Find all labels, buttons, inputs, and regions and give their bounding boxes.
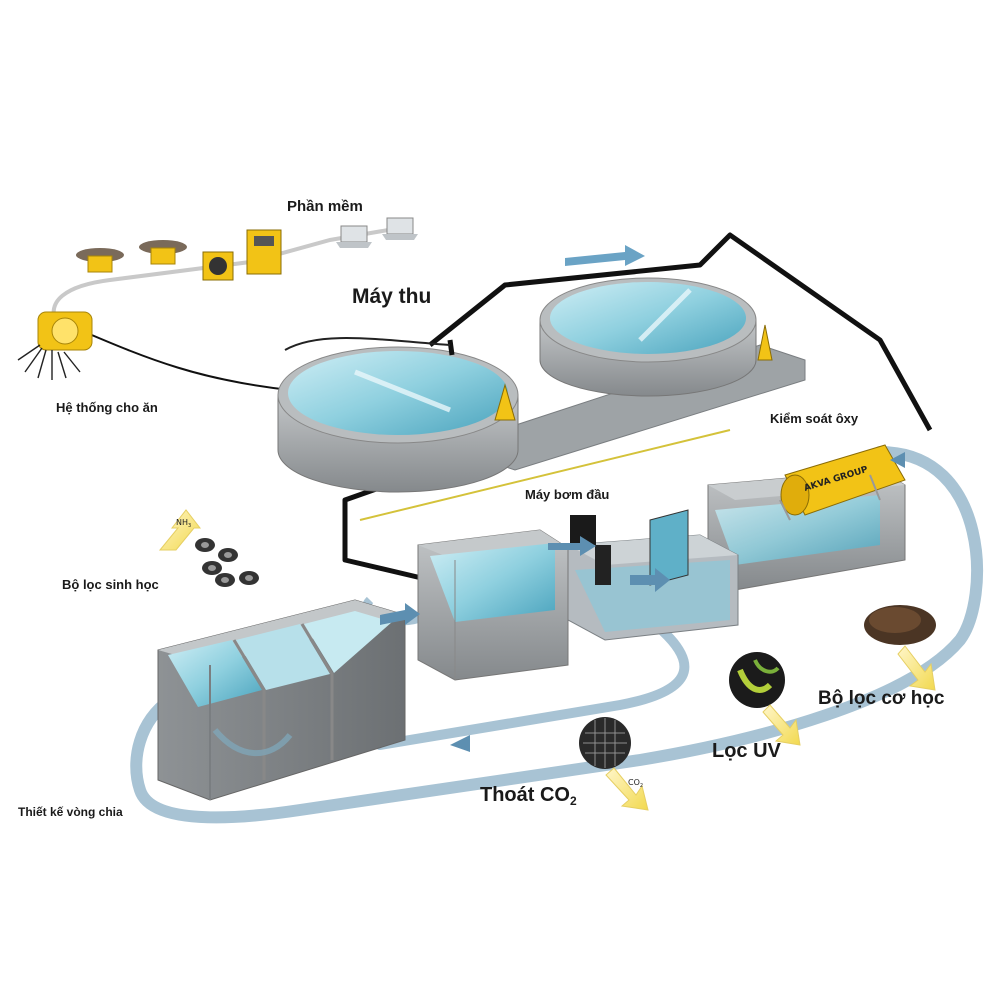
co2-removal-text: Thoát CO [480, 784, 570, 806]
co2-mark: CO [628, 778, 640, 787]
co2-media-icon [579, 717, 631, 769]
pump-sump-tank [567, 509, 739, 641]
bacteria-icon [729, 652, 785, 708]
uv-arrow [762, 704, 801, 746]
oxygen-cone-icon [494, 383, 516, 421]
flow-arrow-icon [548, 536, 596, 556]
drum-filter-icon: AKVA GROUP [779, 444, 906, 521]
oxygen-cone-icon [757, 324, 773, 361]
nh3-mark: NH [176, 518, 188, 527]
round-tank-right [539, 277, 773, 397]
svg-text:CO2: CO2 [628, 778, 643, 789]
svg-text:NH3: NH3 [176, 518, 191, 529]
co2-arrow [605, 767, 649, 811]
loop-arrow-icon [890, 452, 905, 468]
laptop-icon [382, 217, 418, 240]
co2-degassing-tank [417, 529, 596, 681]
flow-arrow-icon [630, 568, 670, 592]
feeder-unit-icon [139, 240, 187, 265]
feeding-system [17, 217, 418, 391]
co2-removal-subscript: 2 [570, 794, 577, 808]
label-head-pump: Máy bơm đầu [525, 487, 610, 502]
bio-filter-tank [157, 599, 420, 801]
co2-mark-subscript: 2 [640, 783, 643, 789]
round-tank-left [277, 337, 519, 493]
label-uv-filter: Lọc UV [712, 740, 781, 762]
control-cabinet-icon [246, 229, 282, 275]
sludge-icon [864, 605, 936, 645]
label-split-loop-design: Thiết kế vòng chia [18, 805, 123, 819]
nh3-arrow: NH3 [158, 509, 202, 551]
nh3-subscript: 3 [188, 523, 191, 529]
laptop-icon [336, 225, 372, 248]
label-co2-removal: Thoát CO2 [480, 785, 577, 807]
drum-filter-tank: AKVA GROUP [707, 444, 906, 591]
feeder-unit-icon [76, 248, 124, 273]
label-feeding-system: Hệ thống cho ăn [56, 400, 158, 415]
flow-arrow-icon [380, 603, 420, 625]
mechanical-filter-arrow [897, 645, 936, 691]
label-software: Phần mềm [287, 198, 363, 215]
bio-media-icon [195, 538, 259, 587]
loop-arrow-icon [450, 735, 470, 752]
label-mechanical-filter: Bộ lọc cơ học [818, 688, 945, 709]
label-bio-filter: Bộ lọc sinh học [62, 577, 159, 592]
flow-arrow-icon [565, 245, 645, 266]
sensor-cable [359, 429, 731, 521]
label-oxygen-control: Kiểm soát ôxy [770, 411, 859, 426]
label-receiver: Máy thu [352, 285, 432, 308]
uv-unit-icon [649, 509, 689, 586]
